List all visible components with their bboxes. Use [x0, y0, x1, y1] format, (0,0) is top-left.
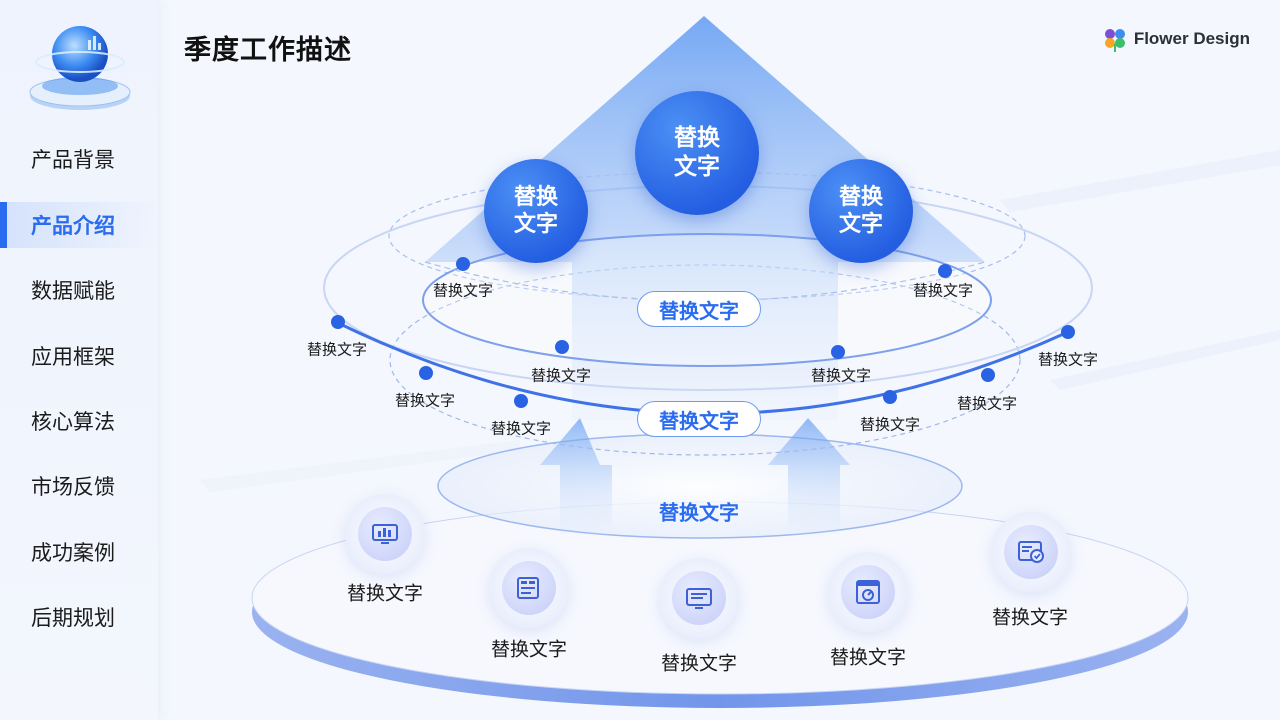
sidebar-item[interactable]: 产品背景 — [31, 148, 115, 172]
sidebar: 产品背景产品介绍数据赋能应用框架核心算法市场反馈成功案例后期规划 — [0, 0, 158, 720]
upper-ring-pill: 替换文字 — [637, 291, 761, 327]
sidebar-item[interactable]: 产品介绍 — [0, 202, 158, 248]
middle-ring-label: 替换文字 — [530, 366, 592, 385]
brand-logo: Flower Design — [1102, 26, 1250, 52]
speed-window-icon — [856, 580, 880, 604]
middle-ring-label: 替换文字 — [1037, 350, 1099, 369]
middle-ring-label: 替换文字 — [956, 394, 1018, 413]
middle-ring-label: 替换文字 — [306, 340, 368, 359]
page-title: 季度工作描述 — [184, 35, 352, 66]
arc-dots — [331, 257, 1075, 408]
background-streaks — [200, 150, 1280, 492]
base-icon-badge — [489, 548, 569, 628]
sidebar-item[interactable]: 应用框架 — [31, 345, 115, 369]
sidebar-item[interactable]: 数据赋能 — [31, 279, 115, 303]
base-icon-badge — [991, 512, 1071, 592]
globe-logo-icon — [29, 26, 131, 110]
top-circle-center: 替换文字 — [635, 91, 759, 215]
lower-ring-title: 替换文字 — [659, 500, 739, 525]
middle-ring-label: 替换文字 — [859, 415, 921, 434]
middle-ring-pill: 替换文字 — [637, 401, 761, 437]
top-circle-left: 替换文字 — [484, 159, 588, 263]
data-window-icon — [517, 577, 539, 599]
middle-ring-label: 替换文字 — [394, 391, 456, 410]
sidebar-item[interactable]: 成功案例 — [31, 541, 115, 565]
base-item-label: 替换文字 — [991, 606, 1069, 629]
top-circle-right: 替换文字 — [809, 159, 913, 263]
base-item-label: 替换文字 — [346, 582, 424, 605]
base-icon-badge — [659, 558, 739, 638]
base-item-label: 替换文字 — [829, 646, 907, 669]
secure-window-icon — [1018, 541, 1044, 563]
monitor-chart-icon — [372, 524, 398, 544]
sidebar-item[interactable]: 后期规划 — [31, 606, 115, 630]
middle-ring-label: 替换文字 — [490, 419, 552, 438]
central-cone — [425, 16, 985, 420]
code-screen-icon — [686, 588, 712, 609]
base-item-label: 替换文字 — [660, 652, 738, 675]
sidebar-item[interactable]: 核心算法 — [31, 410, 115, 434]
brand-name: Flower Design — [1133, 29, 1250, 48]
middle-ring-label: 替换文字 — [810, 366, 872, 385]
upper-ring-label: 替换文字 — [432, 281, 494, 300]
base-item-label: 替换文字 — [490, 638, 568, 661]
upper-ring-label: 替换文字 — [912, 281, 974, 300]
flower-logo-icon — [1104, 29, 1125, 52]
base-icon-badge — [828, 552, 908, 632]
sidebar-item[interactable]: 市场反馈 — [31, 475, 115, 499]
base-icon-badge — [345, 494, 425, 574]
